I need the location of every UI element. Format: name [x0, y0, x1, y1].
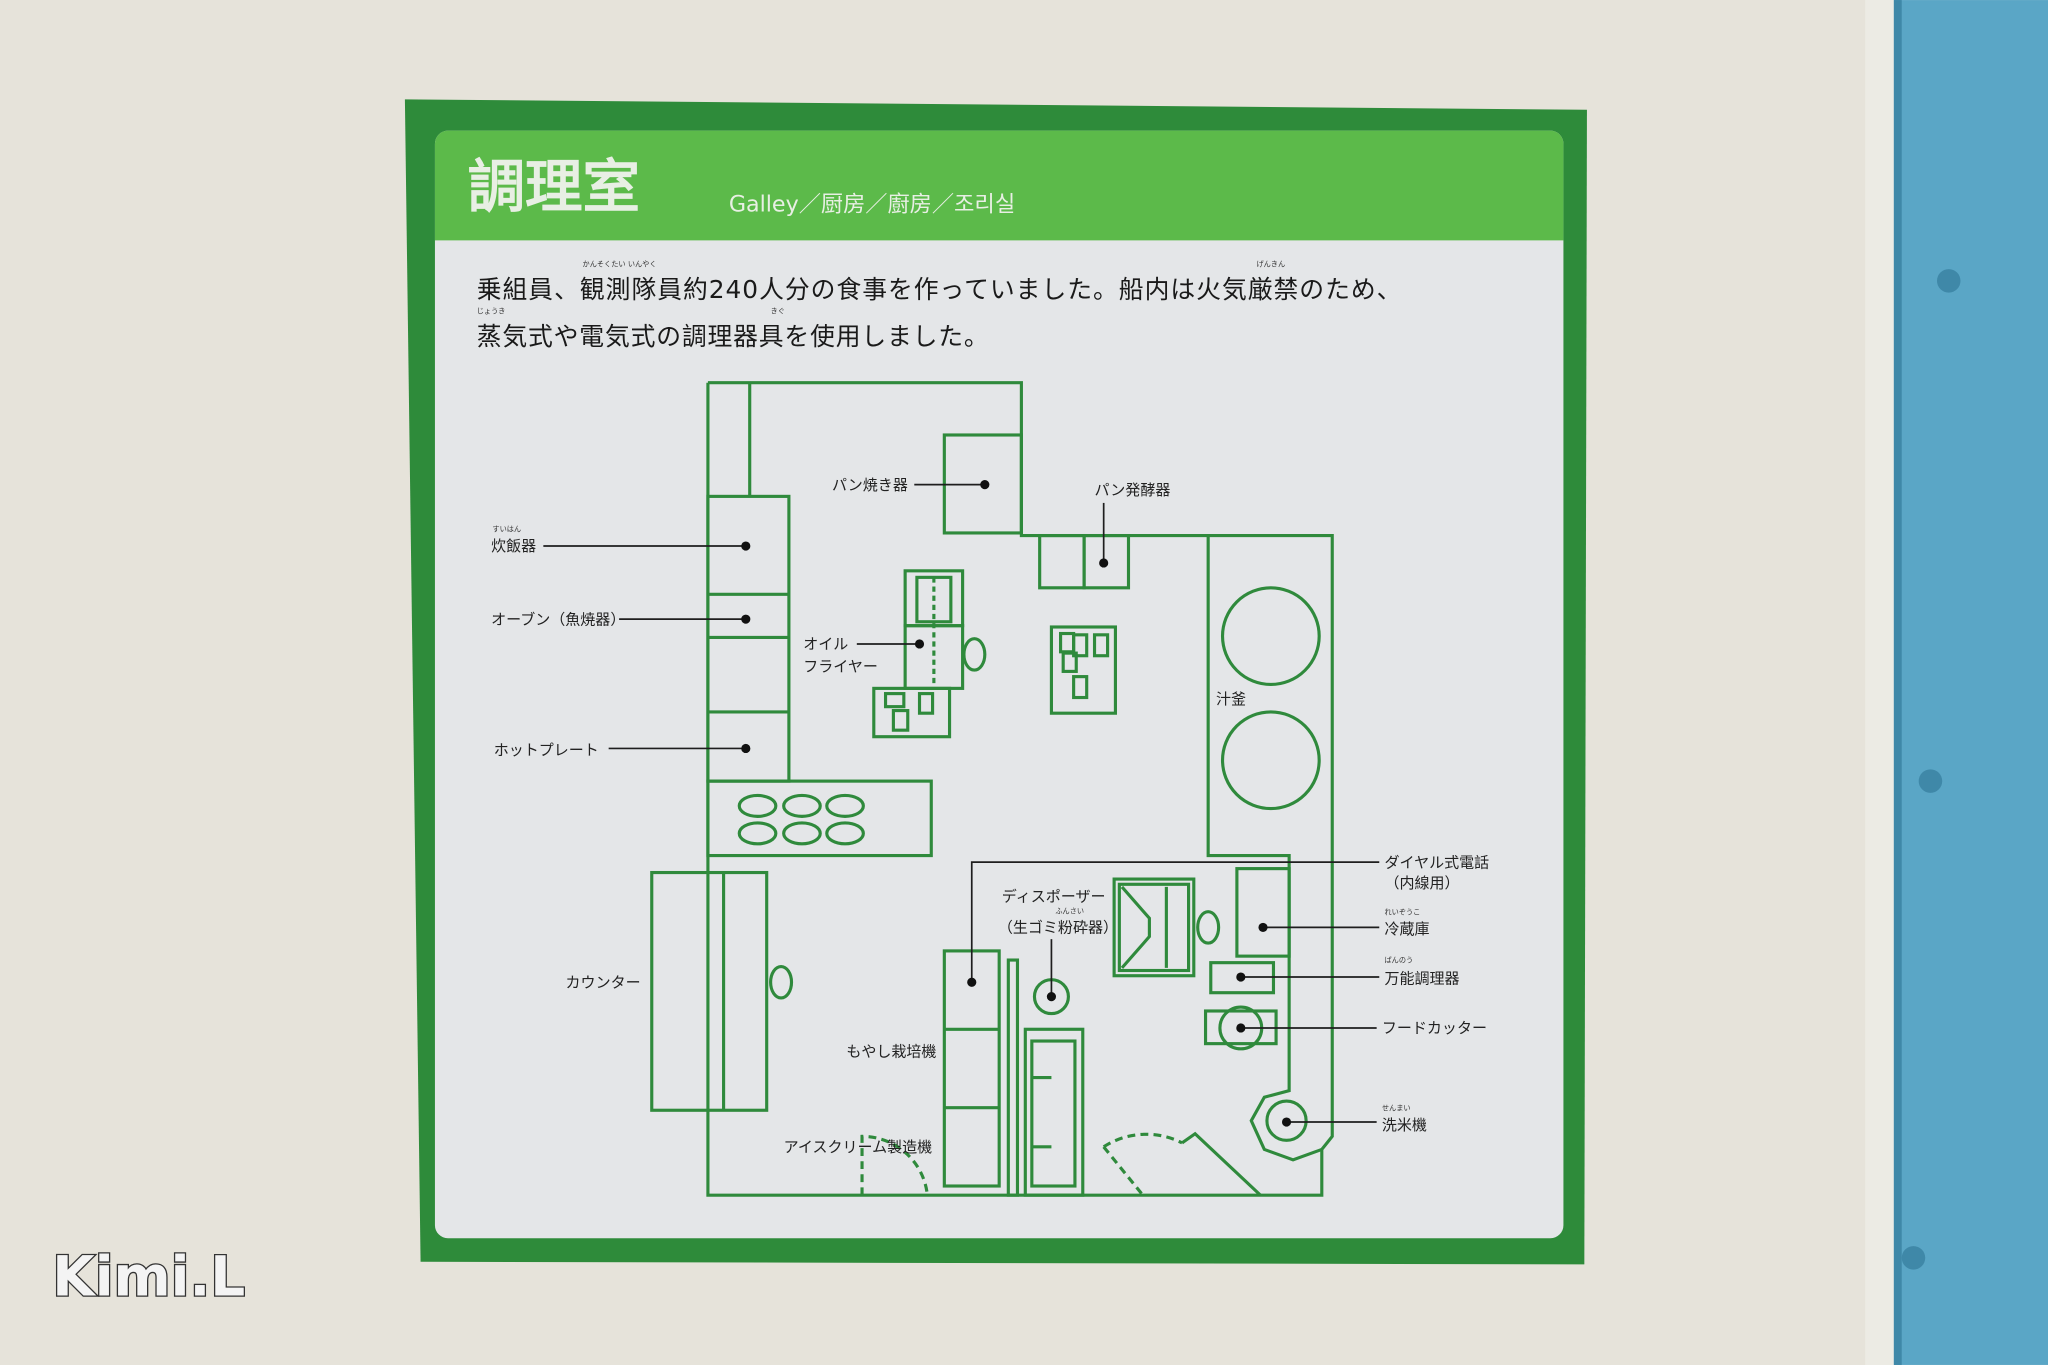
ruby-text: せんまい — [1382, 1103, 1411, 1112]
label-dial-phone: （内線用） — [1384, 874, 1459, 892]
sign-header — [434, 130, 1564, 241]
ruby-text: ふんさい — [1055, 907, 1084, 916]
leader-lines — [543, 480, 1380, 1127]
galley-sign: 調理室 Galley／厨房／廚房／조리실 かんそくたい いんやく げんきん 乗組… — [404, 99, 1587, 1265]
floor-plan: すいはん 炊飯器 オーブン（魚焼器） ホットプレート パン焼き器 パン発酵器 オ… — [491, 381, 1489, 1197]
watermark: Kimi.L — [52, 1245, 245, 1309]
label-rice-cooker: 炊飯器 — [491, 537, 536, 555]
ruby-text: かんそくたい いんやく — [583, 260, 657, 269]
sign-panel — [434, 130, 1564, 1239]
ruby-text: れいぞうこ — [1384, 907, 1420, 916]
label-oven: オーブン（魚焼器） — [491, 610, 625, 628]
label-counter: カウンター — [566, 973, 641, 991]
label-oil-fryer: オイル — [803, 635, 848, 653]
label-dial-phone: ダイヤル式電話 — [1384, 853, 1489, 871]
ruby-text: きぐ — [771, 307, 785, 316]
ruby-text: ばんのう — [1384, 956, 1413, 965]
label-food-cutter: フードカッター — [1382, 1019, 1487, 1037]
label-hot-plate: ホットプレート — [494, 741, 599, 759]
label-multi-cooker: 万能調理器 — [1384, 970, 1459, 988]
dishwasher — [1112, 877, 1196, 978]
ruby-text: じょうき — [477, 307, 506, 316]
description-line-1: 乗組員、観測隊員約240人分の食事を作っていました。船内は火気厳禁のため、 — [477, 275, 1402, 304]
door-frame — [1865, 0, 2048, 1365]
bread-fermenter — [1082, 533, 1131, 590]
label-disposer: ディスポーザー — [1002, 887, 1106, 905]
counter — [650, 870, 769, 1112]
soup-kettle-1 — [1220, 586, 1321, 687]
ruby-text: げんきん — [1256, 260, 1285, 269]
description-line-2: 蒸気式や電気式の調理器具を使用しました。 — [477, 322, 989, 351]
stove — [706, 779, 933, 858]
sign-subtitle: Galley／厨房／廚房／조리실 — [729, 192, 1015, 218]
work-table — [1049, 625, 1117, 715]
label-refrigerator: 冷蔵庫 — [1384, 920, 1429, 938]
label-rice-washer: 洗米機 — [1382, 1116, 1427, 1134]
label-disposer: （生ゴミ粉砕器） — [998, 919, 1118, 937]
sign-title: 調理室 — [468, 153, 640, 220]
label-bread-oven: パン焼き器 — [832, 476, 908, 494]
label-oil-fryer: フライヤー — [803, 657, 878, 675]
label-ice-cream-maker: アイスクリーム製造機 — [784, 1138, 933, 1156]
refrigerator — [1235, 867, 1291, 958]
burners — [737, 793, 865, 846]
label-soup-kettle: 汁釜 — [1216, 690, 1246, 708]
soup-kettle-2 — [1220, 710, 1321, 811]
label-sprout-grower: もやし栽培機 — [846, 1043, 936, 1061]
ruby-text: すいはん — [492, 525, 521, 534]
label-bread-fermenter: パン発酵器 — [1095, 481, 1171, 499]
rice-washer — [1265, 1099, 1308, 1142]
